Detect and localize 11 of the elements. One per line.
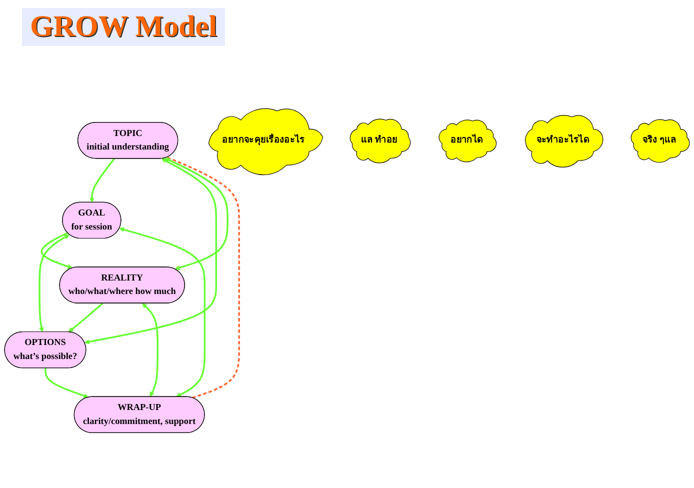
arrow [164,158,228,271]
connector [166,156,240,399]
arrow [142,303,159,398]
title: GROW Model [22,8,225,46]
arrow [68,303,104,333]
arrow [38,234,70,333]
arrow [84,158,218,345]
arrow [89,158,116,203]
arrow [40,232,73,270]
arrow [44,368,89,399]
arrow [119,228,206,398]
